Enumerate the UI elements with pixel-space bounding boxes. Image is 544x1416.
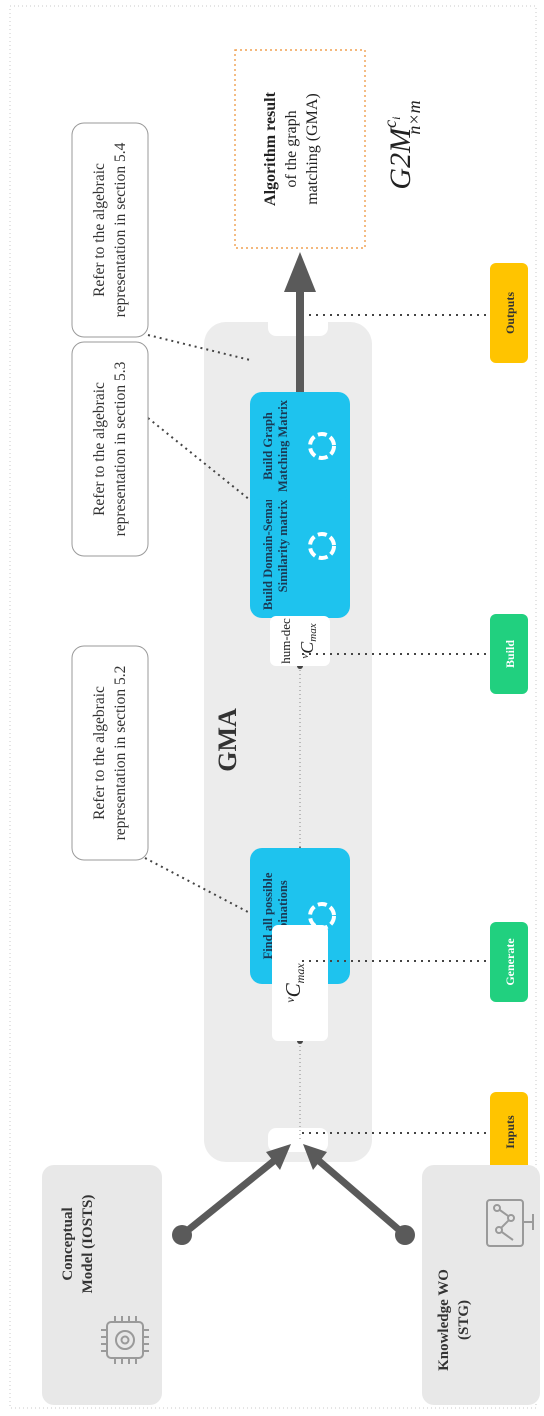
step-graph-matching-matrix: Build Graph Matching Matrix <box>250 392 350 500</box>
input-arrow-knowledge-dot <box>395 1225 415 1245</box>
ref-box-5-3: Refer to the algebraic representation in… <box>71 341 149 557</box>
var2-line1: hum-dec <box>278 618 293 664</box>
chart-monitor-icon <box>486 1199 534 1247</box>
input-conceptual-model: Conceptual Model (IOSTS) <box>42 1165 162 1405</box>
step3-line1: Build Graph <box>261 412 275 480</box>
svg-text:matching (GMA): matching (GMA) <box>304 93 321 205</box>
svg-text:of the graph: of the graph <box>283 110 300 187</box>
var2-formula: vCmax <box>297 623 319 658</box>
svg-text:representation in section 5.4: representation in section 5.4 <box>112 142 129 317</box>
svg-text:Conceptual: Conceptual <box>60 1207 76 1280</box>
ref-box-5-2: Refer to the algebraic representation in… <box>71 645 149 861</box>
cycle-icon <box>308 532 336 560</box>
gma-panel-notch-bottom <box>268 1128 328 1152</box>
var-cmax: vCmax <box>272 925 328 1041</box>
input-arrow-knowledge-shaft <box>315 1157 408 1238</box>
output-arrow-head <box>284 252 316 292</box>
var-hum-dec-cmax: hum-dec vCmax <box>270 616 330 666</box>
step1-line1: Find all possible <box>261 872 275 959</box>
chip-gear-icon <box>101 1316 149 1364</box>
svg-text:(STG): (STG) <box>456 1300 472 1340</box>
tag-outputs: Outputs <box>490 263 528 363</box>
tag-generate: Generate <box>490 922 528 1002</box>
svg-text:Inputs: Inputs <box>503 1115 517 1149</box>
tag-inputs: Inputs <box>490 1092 528 1172</box>
svg-text:Algorithm result: Algorithm result <box>262 91 279 206</box>
svg-text:Build: Build <box>503 640 517 668</box>
svg-text:Knowledge WO: Knowledge WO <box>436 1269 452 1371</box>
step-domain-semantic-matrix: Build Domain-Semantic Similarity matrix <box>250 475 350 618</box>
svg-text:Outputs: Outputs <box>503 292 517 334</box>
cycle-icon <box>308 432 336 460</box>
svg-text:Generate: Generate <box>503 938 517 986</box>
ref-leader-2 <box>147 417 251 501</box>
result-box: Algorithm result of the graph matching (… <box>234 49 366 249</box>
step2-line1: Build Domain-Semantic <box>261 481 275 610</box>
result-formula: G2Mcin×m <box>380 100 424 189</box>
input-arrow-model-shaft <box>179 1157 278 1238</box>
step2-line2: Similarity matrix <box>276 499 290 592</box>
svg-text:representation in section 5.3: representation in section 5.3 <box>112 361 129 536</box>
input-arrow-model-head <box>266 1144 291 1170</box>
ref-leader-1 <box>144 857 249 913</box>
svg-text:Refer to the algebraic: Refer to the algebraic <box>91 163 108 297</box>
input-arrow-model-dot <box>172 1225 192 1245</box>
input-arrow-knowledge-head <box>303 1144 327 1170</box>
tag-build: Build <box>490 614 528 694</box>
ref-box-5-4: Refer to the algebraic representation in… <box>71 122 149 338</box>
svg-text:representation in section 5.2: representation in section 5.2 <box>112 666 129 841</box>
svg-text:Refer to the algebraic: Refer to the algebraic <box>91 382 108 516</box>
var1-formula: vCmax <box>281 963 307 1003</box>
input-knowledge-wo: Knowledge WO (STG) <box>422 1165 540 1405</box>
svg-text:Refer to the algebraic: Refer to the algebraic <box>91 686 108 820</box>
step3-line2: Matching Matrix <box>276 399 290 492</box>
gma-title: GMA <box>213 708 242 772</box>
svg-text:Model (IOSTS): Model (IOSTS) <box>80 1195 96 1294</box>
